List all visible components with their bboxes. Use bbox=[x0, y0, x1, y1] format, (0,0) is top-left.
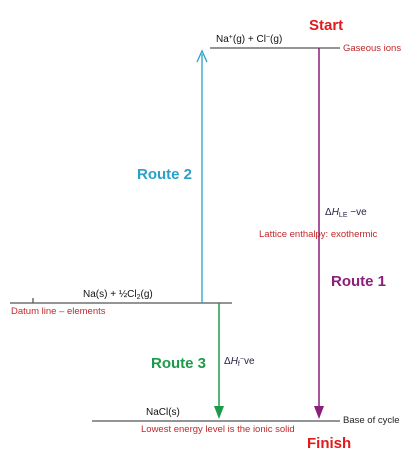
cl-charge: − bbox=[265, 34, 271, 41]
lattice-enthalpy-symbol: ΔHLE −ve bbox=[325, 207, 367, 220]
lattice-h: H bbox=[331, 207, 339, 218]
cl-state-text: (g) bbox=[270, 34, 283, 45]
lattice-delta: Δ bbox=[325, 207, 332, 218]
base-formula: NaCl(s) bbox=[146, 407, 180, 418]
gaseous-ions-formula: Na+(g) + Cl−(g) bbox=[216, 34, 282, 45]
datum-subscript: 2 bbox=[136, 294, 141, 301]
route3-label: Route 3 bbox=[151, 355, 207, 372]
route3-arrowhead bbox=[214, 406, 224, 419]
datum-state-text: (g) bbox=[140, 289, 153, 300]
datum-na-text: Na(s) + ½Cl bbox=[83, 289, 137, 300]
route1-arrowhead bbox=[314, 406, 324, 419]
base-note: Lowest energy level is the ionic solid bbox=[141, 424, 295, 435]
base-label: Base of cycle bbox=[343, 415, 400, 426]
route2-arrowhead bbox=[196, 49, 208, 63]
route1-label: Route 1 bbox=[331, 273, 387, 290]
start-label: Start bbox=[309, 17, 344, 34]
formation-h: H bbox=[230, 356, 238, 367]
formation-sign: ve bbox=[243, 356, 255, 367]
gaseous-ions-label: Gaseous ions bbox=[343, 43, 402, 54]
route2-label: Route 2 bbox=[137, 166, 193, 183]
formation-delta: Δ bbox=[224, 356, 231, 367]
datum-label: Datum line – elements bbox=[11, 306, 106, 317]
finish-label: Finish bbox=[307, 435, 352, 452]
datum-formula: Na(s) + ½Cl2(g) bbox=[83, 289, 153, 302]
na-charge: + bbox=[228, 34, 233, 41]
lattice-subscript: LE bbox=[338, 212, 348, 219]
formation-superscript: − bbox=[239, 356, 244, 363]
formation-enthalpy-symbol: ΔHf−ve bbox=[224, 356, 255, 368]
na-state-text: (g) + Cl bbox=[232, 34, 266, 45]
formation-subscript: f bbox=[237, 361, 240, 368]
na-ion-text: Na bbox=[216, 34, 229, 45]
lattice-sign: −ve bbox=[347, 207, 367, 218]
lattice-description: Lattice enthalpy: exothermic bbox=[259, 229, 378, 240]
